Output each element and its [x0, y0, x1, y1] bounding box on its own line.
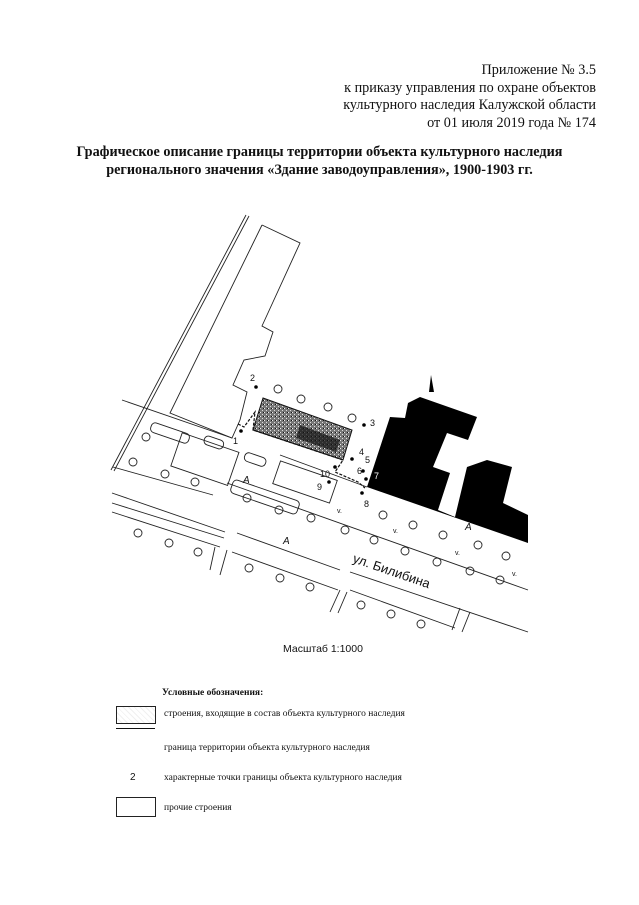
legend-title: Условные обозначения: — [162, 688, 264, 698]
map-scale: Масштаб 1:1000 — [283, 643, 363, 655]
legend-swatch-other-building — [116, 797, 156, 817]
legend-item: характерные точки границы объекта культу… — [164, 773, 402, 783]
header-line: культурного наследия Калужской области — [343, 97, 596, 113]
legend-swatch-boundary-line — [116, 728, 155, 729]
rail-line — [110, 214, 247, 471]
legend-item: граница территории объекта культурного н… — [164, 743, 370, 753]
point-label: 5 — [365, 455, 370, 465]
point-label: 6 — [357, 466, 362, 476]
lawn-mark: v. — [337, 508, 342, 515]
road-letter: А — [464, 522, 472, 533]
appendix-header: Приложение № 3.5 к приказу управления по… — [343, 62, 596, 132]
boundary-points — [239, 385, 368, 495]
title-line: Графическое описание границы территории … — [76, 144, 563, 160]
point-label: 2 — [250, 373, 255, 383]
lawn-mark: v. — [512, 571, 517, 578]
point-label: 10 — [320, 469, 330, 479]
street-name: ул. Билибина — [351, 551, 433, 592]
point-label: 3 — [370, 418, 375, 428]
lawn-mark: v. — [455, 550, 460, 557]
legend-swatch-heritage-building — [116, 706, 156, 724]
legend-item: строения, входящие в состав объекта куль… — [164, 709, 405, 719]
point-label: 1 — [233, 436, 238, 446]
road-letter: А — [242, 475, 250, 486]
rail-line — [113, 215, 250, 472]
legend-item: прочие строения — [164, 803, 232, 813]
lawn-mark: v. — [393, 528, 398, 535]
point-label: 8 — [364, 499, 369, 509]
tree-symbols — [128, 384, 511, 629]
point-label: 4 — [359, 447, 364, 457]
document-title: Графическое описание границы территории … — [0, 144, 639, 179]
heritage-territory-boundary — [237, 409, 366, 489]
point-label: 9 — [317, 482, 322, 492]
other-building-outline — [169, 224, 301, 439]
header-line: к приказу управления по охране объектов — [344, 79, 596, 96]
street-line — [226, 482, 529, 591]
header-line: Приложение № 3.5 — [481, 62, 596, 78]
point-label: 7 — [374, 471, 379, 481]
title-line: регионального значения «Здание заводоупр… — [106, 161, 533, 178]
legend-point-symbol: 2 — [130, 772, 136, 783]
header-line: от 01 июля 2019 года № 174 — [427, 114, 596, 131]
road-letter: А — [282, 536, 290, 547]
other-dark-building — [367, 397, 528, 543]
